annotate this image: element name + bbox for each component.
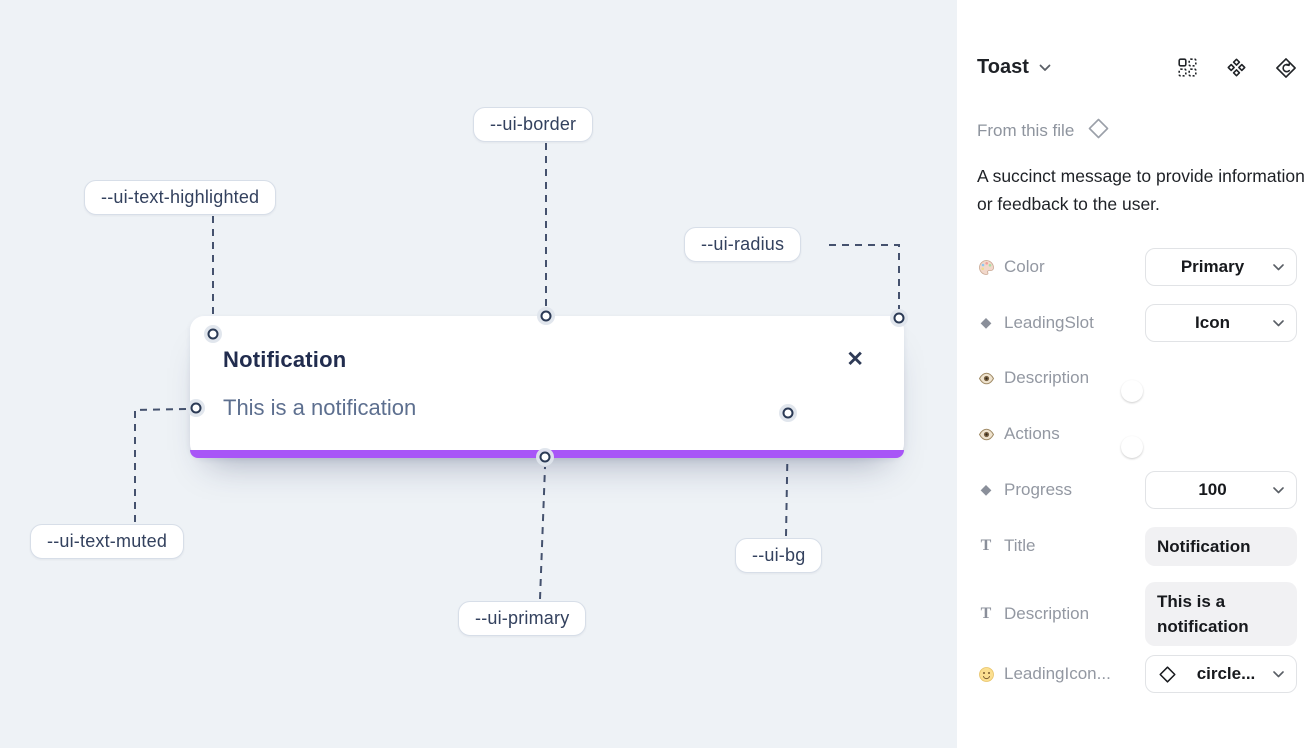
panel-header: Toast	[977, 56, 1297, 79]
var-label-ui-text-highlighted: --ui-text-highlighted	[84, 180, 277, 215]
chevron-down-icon	[1273, 486, 1284, 494]
prop-label-title: Title	[1004, 536, 1036, 555]
prop-row-description-toggle: Description	[977, 359, 1297, 402]
prop-row-leadingslot: ◆ LeadingSlot Icon	[977, 304, 1297, 342]
prop-label-leadingicon: LeadingIcon...	[1004, 664, 1111, 683]
component-description: A succinct message to provide informatio…	[977, 166, 1305, 214]
var-label-ui-primary: --ui-primary	[458, 601, 587, 636]
toggle-knob	[1121, 380, 1143, 402]
source-label: From this file	[977, 121, 1075, 140]
properties-panel: Toast	[957, 0, 1312, 748]
diamond-filled-icon: ◆	[980, 482, 992, 498]
prop-row-progress: ◆ Progress 100	[977, 471, 1297, 509]
eye-icon	[977, 370, 995, 387]
toast-title: Notification	[223, 347, 347, 372]
eye-icon	[977, 426, 995, 443]
diamond-outline-icon	[1086, 116, 1111, 146]
prop-row-title: T Title Notification	[977, 526, 1297, 566]
var-label-ui-text-muted: --ui-text-muted	[30, 524, 185, 559]
line-ui-primary	[539, 466, 546, 600]
connector-dot-border	[540, 310, 552, 322]
text-icon: T	[980, 605, 992, 622]
prop-row-color: Color Primary	[977, 248, 1297, 286]
leadingicon-dropdown[interactable]: circle...	[1145, 655, 1297, 693]
connector-dot-primary	[539, 451, 551, 463]
title-input[interactable]: Notification	[1145, 526, 1297, 566]
prop-label-actions: Actions	[1004, 424, 1060, 443]
source-row: From this file	[977, 116, 1111, 146]
component-canvas: Notification This is a notification ✕ --…	[0, 0, 957, 748]
prop-row-leadingicon: LeadingIcon... circle...	[977, 655, 1297, 693]
prop-label-progress: Progress	[1004, 480, 1073, 499]
prop-label-description-text: Description	[1004, 604, 1090, 623]
toast-preview: Notification This is a notification ✕	[190, 316, 904, 458]
line-ui-text-muted	[134, 408, 188, 522]
instance-swap-icon[interactable]	[1177, 57, 1198, 78]
toggle-knob	[1121, 436, 1143, 458]
var-label-ui-radius: --ui-radius	[684, 227, 802, 262]
connector-dot-text-muted	[190, 402, 202, 414]
diamond-outline-icon	[1158, 665, 1177, 684]
chevron-down-icon	[1273, 263, 1284, 271]
description-input[interactable]: This is a notification	[1145, 582, 1297, 646]
toast-close-icon[interactable]: ✕	[846, 348, 864, 371]
connector-dot-radius	[893, 312, 905, 324]
chevron-down-icon	[1273, 319, 1284, 327]
connector-dot-text-highlighted	[207, 328, 219, 340]
var-label-ui-bg: --ui-bg	[735, 538, 823, 573]
prop-row-description-text: T Description This is a notification	[977, 582, 1297, 646]
progress-dropdown[interactable]: 100	[1145, 471, 1297, 509]
return-to-component-icon[interactable]	[1275, 57, 1297, 79]
prop-label-description: Description	[1004, 368, 1090, 387]
component-set-icon[interactable]	[1226, 57, 1247, 78]
prop-label-leadingslot: LeadingSlot	[1004, 313, 1094, 332]
connector-dot-bg	[782, 407, 794, 419]
text-icon: T	[980, 537, 992, 554]
var-label-ui-border: --ui-border	[473, 107, 594, 142]
diamond-filled-icon: ◆	[980, 315, 992, 331]
prop-row-actions-toggle: Actions	[977, 415, 1297, 458]
prop-label-color: Color	[1004, 257, 1045, 276]
leadingslot-dropdown[interactable]: Icon	[1145, 304, 1297, 342]
component-name: Toast	[977, 56, 1029, 78]
color-dropdown[interactable]: Primary	[1145, 248, 1297, 286]
chevron-down-icon[interactable]	[1039, 64, 1051, 72]
smiley-icon	[977, 666, 995, 683]
line-ui-radius	[829, 244, 900, 309]
header-icon-group	[1177, 57, 1297, 79]
palette-icon	[977, 259, 995, 276]
toast-description: This is a notification	[223, 395, 417, 420]
chevron-down-icon	[1273, 670, 1284, 678]
